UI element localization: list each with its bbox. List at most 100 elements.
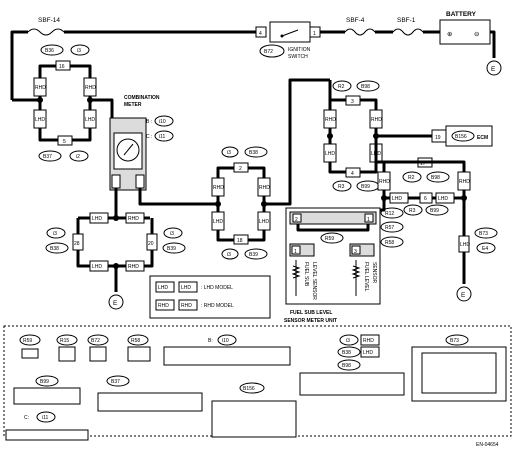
svg-text:LHD: LHD [363, 350, 373, 356]
svg-text:RHD: RHD [128, 216, 139, 222]
tag-r3-lower [403, 204, 423, 216]
tag-r2 [402, 171, 422, 183]
svg-text:E: E [113, 300, 118, 307]
svg-text:i3: i3 [227, 252, 231, 258]
connector-i10 [163, 346, 291, 366]
svg-text:E: E [461, 292, 466, 299]
rhd-box-upper [125, 212, 145, 224]
svg-text:LHD: LHD [92, 216, 102, 222]
pin-5-box [57, 135, 73, 146]
bottom-tag-i10 [217, 334, 237, 346]
svg-text:B37: B37 [43, 154, 52, 160]
legend-rhd-box [178, 299, 198, 311]
bottom-tag-b73 [445, 334, 469, 346]
bottom-tag-i11 [36, 411, 56, 423]
connector-panel [3, 325, 512, 437]
svg-text:B73: B73 [450, 338, 459, 344]
pin-3-box [345, 95, 361, 106]
svg-text:i3: i3 [346, 338, 350, 344]
junction-meter-ground [113, 215, 119, 221]
meter-pin-b10 [111, 174, 121, 189]
svg-text:: RHD MODEL: : RHD MODEL [201, 303, 234, 309]
svg-text:LHD: LHD [213, 219, 223, 225]
bottom-tag-b156 [239, 382, 265, 394]
wire-ecm-to-sensor [374, 136, 384, 164]
rhd-ecm-left [323, 109, 337, 129]
tag-i3-center-bottom [221, 248, 239, 260]
rhd-arrow-left-top [33, 77, 47, 97]
svg-text:METER: METER [124, 102, 142, 108]
svg-text:LHD: LHD [392, 196, 402, 202]
svg-text:i3: i3 [53, 231, 57, 237]
battery-ground-symbol [486, 60, 502, 76]
svg-text:2: 2 [295, 217, 298, 223]
junction-left [37, 97, 43, 103]
svg-text:R58: R58 [385, 240, 394, 246]
legend-rhd-arrow [155, 299, 175, 311]
svg-text:B:: B: [208, 338, 213, 344]
wire-unit-inner [296, 224, 370, 232]
wire-loop-bottom [38, 100, 92, 142]
svg-text:LHD: LHD [85, 117, 95, 123]
tag-i3-top [70, 44, 90, 56]
lhd-ecm-left [323, 143, 337, 163]
switch-pivot [280, 34, 284, 38]
svg-text:LEVEL SENSOR: LEVEL SENSOR [311, 262, 317, 300]
svg-text:B99: B99 [361, 184, 370, 190]
svg-text:LHD: LHD [325, 151, 335, 157]
connector-i11 [5, 429, 89, 441]
svg-text:B72: B72 [91, 338, 100, 344]
svg-text:B73: B73 [479, 231, 488, 237]
svg-text:1: 1 [367, 217, 370, 223]
tag-r57 [380, 221, 404, 233]
legend-lhd-arrow [155, 281, 175, 293]
junction-center-left [215, 201, 221, 207]
battery-minus: ⊖ [474, 31, 480, 38]
main-pin-3 [351, 245, 361, 255]
switch-contact [281, 29, 299, 37]
svg-text:B99: B99 [430, 208, 439, 214]
svg-text:R3: R3 [409, 208, 416, 214]
tag-i3-center [221, 146, 239, 158]
ground-sensor-symbol [456, 286, 472, 302]
tag-b39-right [162, 242, 186, 254]
rhd-center-left [211, 177, 225, 197]
tag-b98-top [356, 80, 380, 92]
lhd-center-left [211, 211, 225, 231]
svg-text:16: 16 [59, 64, 65, 70]
label-sbf1: SBF-1 [397, 17, 416, 24]
connector-b73-inner [421, 352, 497, 394]
bottom-tag-b72 [87, 334, 109, 346]
svg-text:B38: B38 [249, 150, 258, 156]
svg-text:R12: R12 [385, 211, 394, 217]
tag-e4 [476, 242, 496, 254]
svg-text:B :: B : [146, 119, 152, 125]
sub-sensor-resistor [291, 260, 301, 296]
wire-meter-signal [138, 188, 218, 206]
svg-text:ECM: ECM [477, 135, 488, 141]
tag-b99-lower [425, 204, 449, 216]
bottom-tag-b37 [106, 375, 130, 387]
tag-b38-center [244, 146, 268, 158]
svg-text:i10: i10 [159, 119, 166, 125]
rhd-sensor-left [377, 171, 391, 191]
junction-ecm-left [327, 133, 333, 139]
lhd-box-upper [89, 212, 109, 224]
b72-tag [259, 44, 285, 58]
pin-6-box [419, 192, 433, 204]
pin-2-box [233, 162, 249, 173]
tag-b156 [451, 130, 475, 142]
svg-text:LHD: LHD [92, 264, 102, 270]
tag-b38-left [45, 242, 69, 254]
b72-pin4 [255, 26, 267, 38]
svg-text:COMBINATION: COMBINATION [124, 95, 160, 101]
svg-text:R58: R58 [131, 338, 140, 344]
pin-4-box [345, 167, 361, 178]
battery-label: BATTERY [446, 11, 477, 18]
svg-text:i2: i2 [76, 154, 80, 160]
wire-battery-ground [490, 30, 496, 58]
connector-r15 [58, 346, 76, 362]
svg-text:19: 19 [435, 135, 441, 141]
bottom-tag-i3 [339, 334, 359, 346]
bottom-rhd-box [360, 334, 380, 346]
